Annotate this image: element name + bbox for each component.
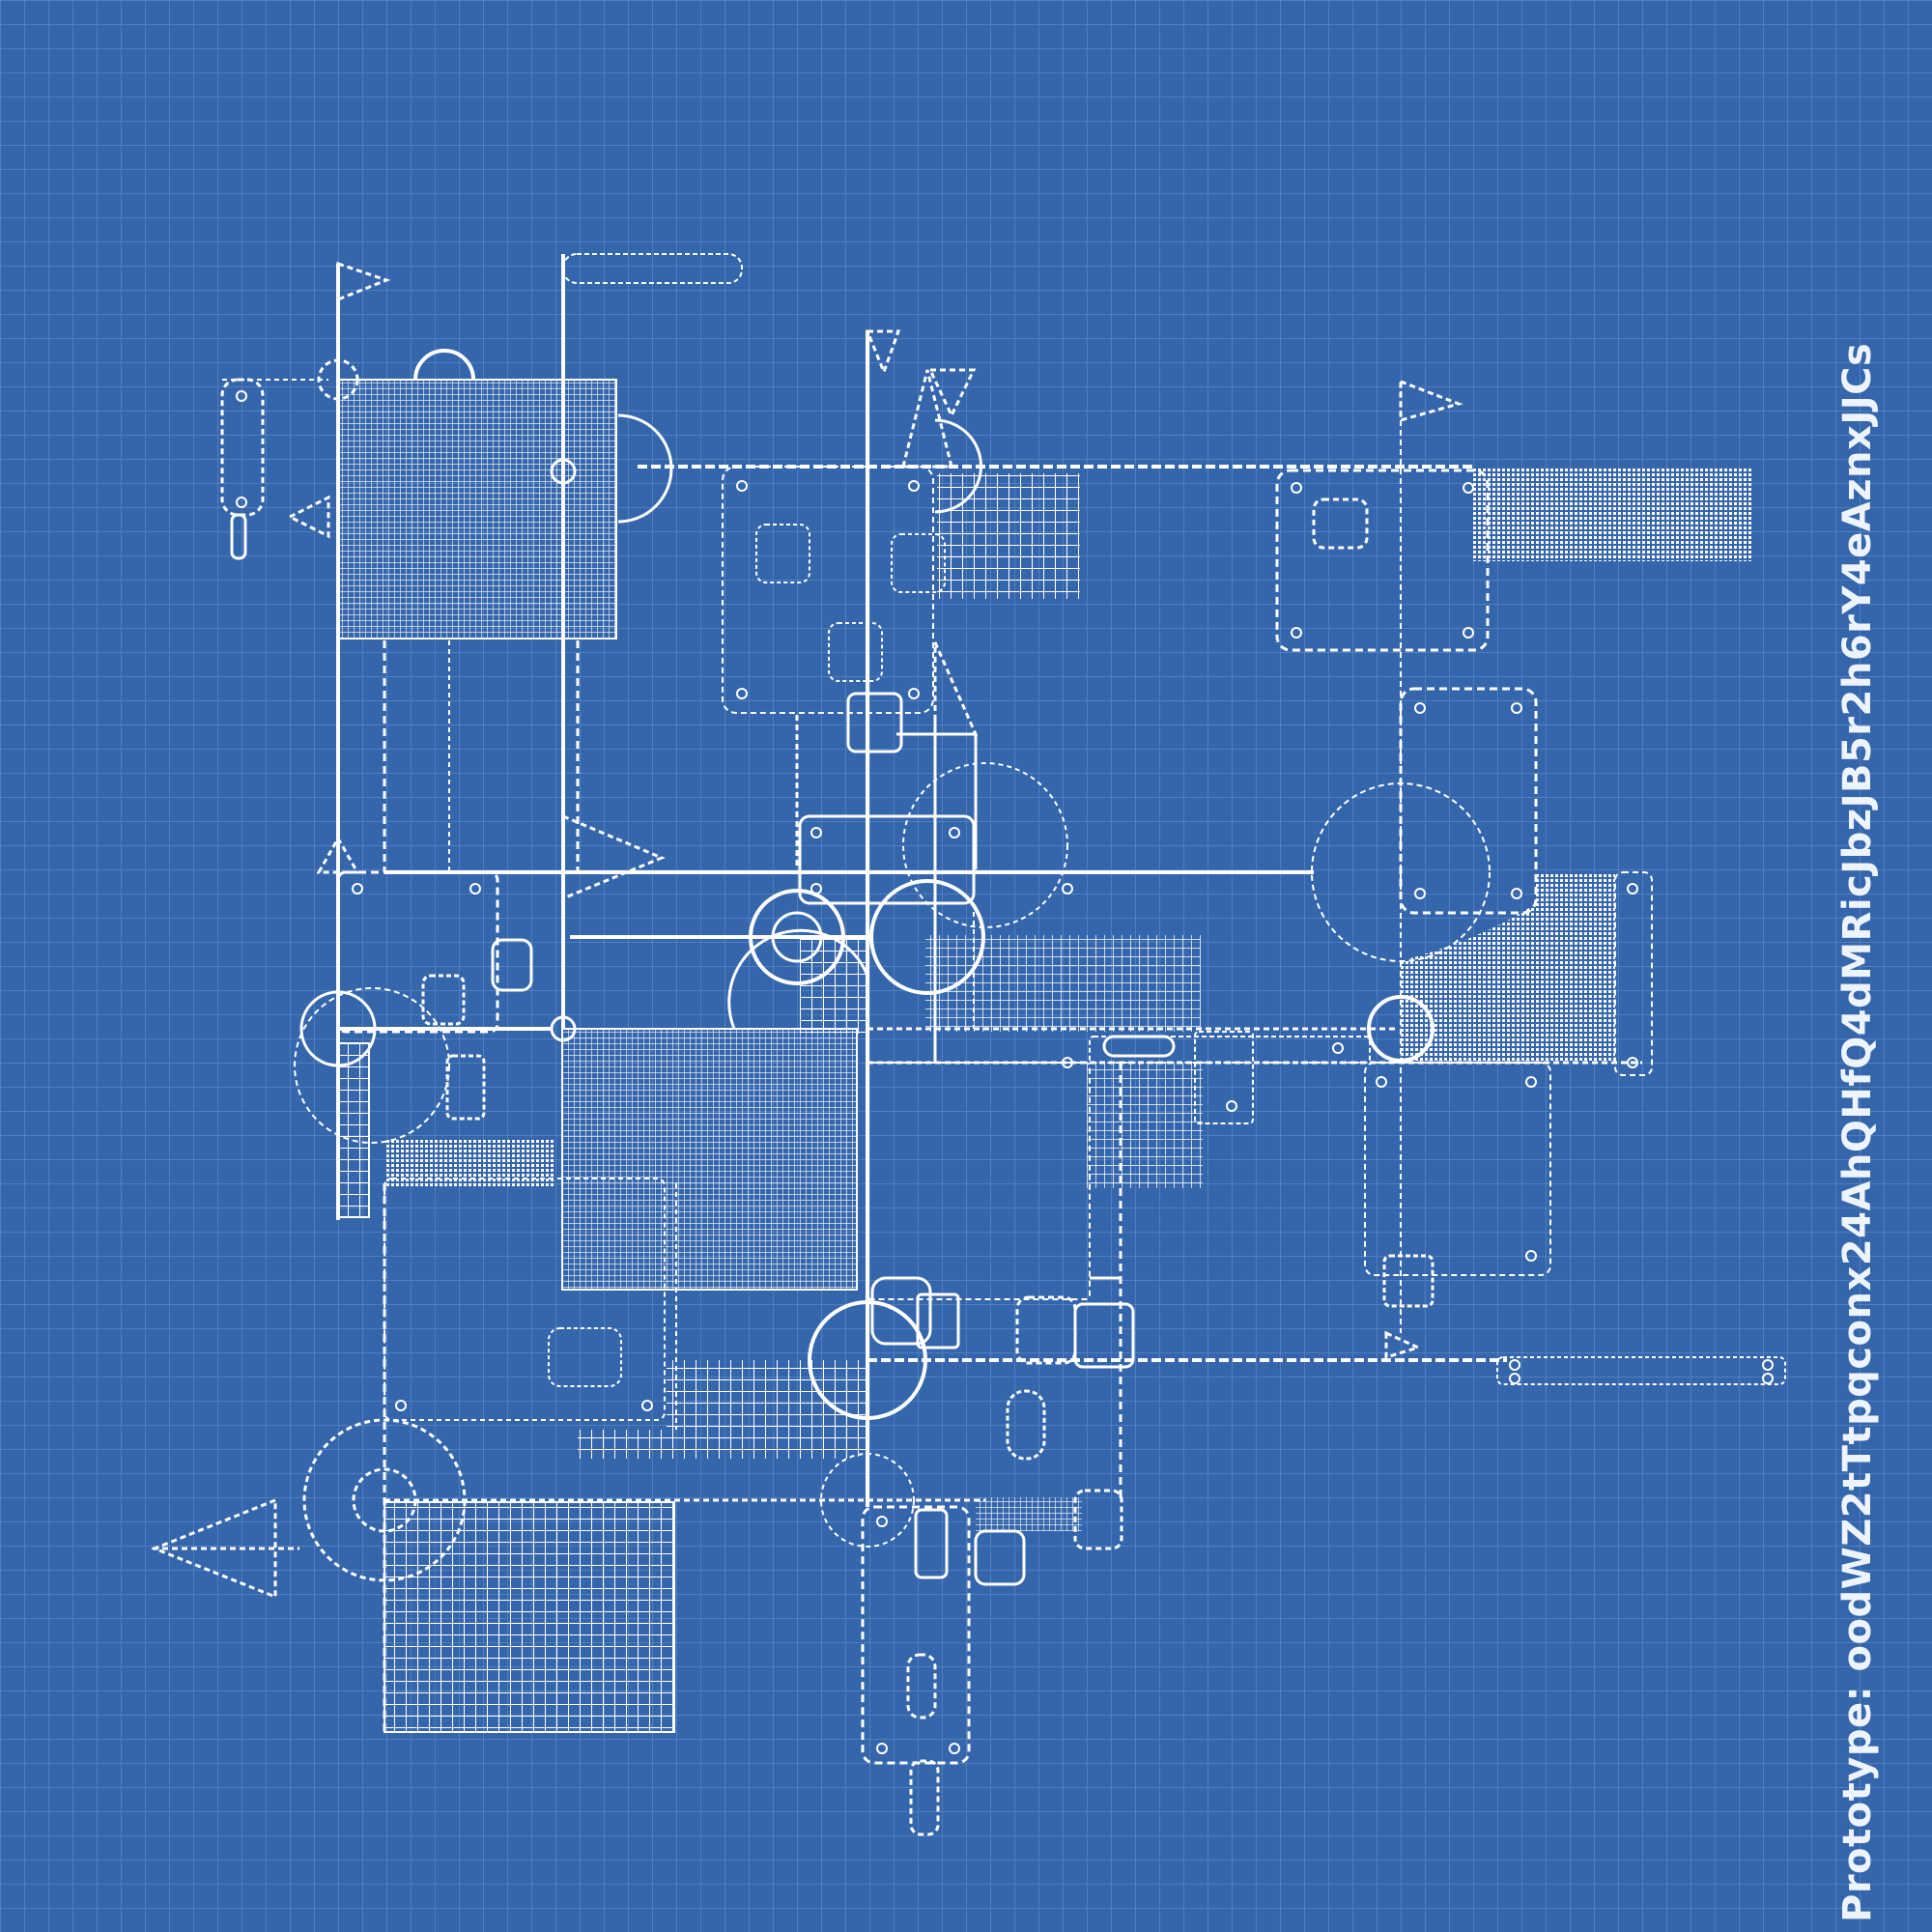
mesh-panel-lower-band (578, 1430, 848, 1459)
plate-left-tab (230, 513, 247, 560)
circles (294, 349, 1491, 1582)
flag-top-left (336, 261, 391, 302)
flag-right (1399, 379, 1463, 422)
bolt-holes (236, 390, 1774, 1754)
mesh-panel-top-right (1473, 467, 1751, 561)
mesh-panel-top-left (337, 379, 617, 639)
plate-center-mid (798, 814, 976, 905)
flag-top-spire-2 (927, 368, 977, 419)
plate-left-mid (336, 870, 499, 1034)
connector-lines (153, 254, 1642, 1732)
plate-top-bar (562, 253, 743, 284)
side-label: Prototype: oodWZ2tTtpqconx24AhQHfQ4dMRic… (1835, 342, 1880, 1922)
hub-bottom-left-inner (352, 1467, 417, 1533)
hub-arc-center (934, 418, 982, 514)
mesh-panels (337, 379, 1751, 1733)
plate-small-3 (828, 622, 883, 682)
plate-small-8 (548, 1327, 622, 1387)
hub-center-double (749, 889, 845, 985)
plate-small-20 (1194, 1031, 1254, 1124)
mesh-panel-bottom-left (384, 1501, 675, 1733)
flags (150, 261, 1463, 1600)
plate-small-19 (445, 1054, 486, 1121)
hub-right (1311, 782, 1491, 962)
plate-center-bracket (1089, 1036, 1371, 1064)
plate-small-14 (914, 1508, 949, 1579)
plate-small-9 (870, 1276, 932, 1346)
flag-left-mid (316, 835, 360, 874)
plate-small-17 (906, 1653, 937, 1719)
mesh-panel-mid-right (1087, 1063, 1203, 1188)
plate-small-4 (846, 692, 903, 753)
flag-center-ramp (933, 641, 979, 736)
mesh-panel-center (561, 1028, 858, 1291)
plate-bottom-tag (909, 1759, 940, 1836)
flag-lower-right (1384, 1330, 1423, 1360)
hub-pin-small (550, 458, 577, 485)
plate-small-13 (1073, 1489, 1123, 1550)
mesh-panel-left-strip (384, 1140, 554, 1188)
hub-arc-top (413, 349, 475, 381)
hub-left-top (317, 358, 359, 401)
hub-arc-low (727, 928, 869, 1030)
flag-center-left (561, 813, 666, 901)
flag-top-center (865, 329, 901, 377)
flag-bottom-left (150, 1497, 277, 1600)
plate-small-10 (916, 1293, 960, 1350)
plate-small-6 (421, 974, 466, 1026)
plate-small-16 (1382, 1254, 1435, 1308)
hub-right-small (1367, 995, 1435, 1063)
plate-small-15 (974, 1529, 1026, 1586)
plate-small-18 (1006, 1389, 1046, 1461)
plate-small-7 (491, 938, 533, 992)
plate-small-11 (1015, 1295, 1077, 1365)
mesh-panel-small-center (800, 937, 867, 1034)
plate-far-right (1614, 871, 1653, 1076)
flag-left-small (286, 495, 330, 539)
hub-left-mid-outer (294, 987, 450, 1144)
hub-left-mid (299, 990, 377, 1067)
plate-small-1 (755, 524, 810, 583)
plate-small-12 (1073, 1302, 1135, 1369)
hub-pin-mid (550, 1015, 577, 1042)
plate-pin-track (1496, 1356, 1786, 1385)
hub-center-right (869, 879, 985, 995)
mesh-panel-left-column (337, 1042, 370, 1218)
mesh-panel-bottom-strip (976, 1497, 1082, 1531)
plate-right-tall (1399, 687, 1538, 915)
hub-center-ring (902, 762, 1068, 928)
plate-small-21 (1102, 1035, 1176, 1058)
hub-bottom-left (302, 1418, 467, 1582)
plate-small-5 (1312, 497, 1369, 550)
hub-arc-side (617, 413, 673, 524)
hub-lower-ring (820, 1453, 915, 1548)
plate-small-2 (891, 533, 946, 593)
hub-lower-center (808, 1300, 927, 1420)
flag-top-spire (901, 369, 953, 469)
plate-top-right (1275, 469, 1490, 652)
mesh-panel-right (1401, 874, 1615, 1063)
mesh-panel-top-center (937, 473, 1080, 599)
mesh-panel-center-right (925, 935, 1201, 1032)
